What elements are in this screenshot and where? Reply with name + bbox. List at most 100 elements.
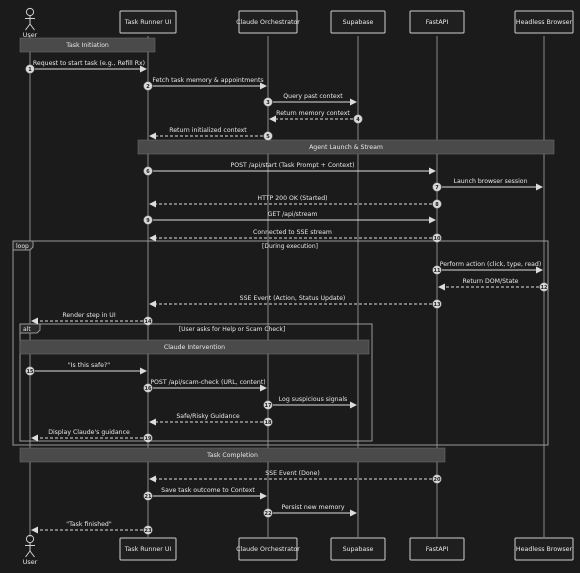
message-label: Return initialized context <box>169 127 247 134</box>
message-label: Display Claude's guidance <box>48 429 130 436</box>
message-label: Fetch task memory & appointments <box>152 77 263 84</box>
sequence-number-badge <box>143 166 153 176</box>
sequence-number: 7 <box>435 185 439 191</box>
sequence-number-badge <box>25 64 35 74</box>
sequence-number: 12 <box>541 285 548 291</box>
participant-box <box>119 537 177 561</box>
note-bar <box>137 139 555 155</box>
sequence-number-badge <box>143 383 153 393</box>
participant-box <box>409 537 465 561</box>
participant-box <box>119 10 177 34</box>
sequence-number-badge <box>143 316 153 326</box>
participant-label: FastAPI <box>426 546 449 553</box>
participant-ui-bottom: Task Runner UI <box>119 537 177 561</box>
sequence-number: 17 <box>265 403 272 409</box>
sequence-number-badge <box>432 233 442 243</box>
sequence-number-badge <box>25 366 35 376</box>
participant-label: Headless Browser <box>516 546 573 553</box>
user-actor-icon <box>25 534 35 558</box>
message-1: Request to start task (e.g., Refill Rx)1 <box>25 60 147 74</box>
sequence-number-badge <box>143 215 153 225</box>
message-8: HTTP 200 OK (Started)8 <box>149 195 442 209</box>
sequence-number-badge <box>143 491 153 501</box>
sequence-number: 2 <box>146 84 150 90</box>
note-text: Task Completion <box>206 452 258 459</box>
message-label: Save task outcome to Context <box>161 487 255 494</box>
message-9: GET /api/stream 9 <box>143 211 436 225</box>
note-bar <box>19 37 156 53</box>
loop-fragment: loop[During execution] <box>12 240 549 446</box>
loop-tab <box>12 240 34 251</box>
message-label: HTTP 200 OK (Started) <box>257 195 327 202</box>
participant-label: Supabase <box>343 546 374 553</box>
note-bar <box>19 339 370 355</box>
message-label: POST /api/scam-check (URL, content) <box>150 379 265 386</box>
note-text: Task Initiation <box>65 42 109 49</box>
participant-browser-top: Headless Browser <box>514 10 574 34</box>
participant-label: Headless Browser <box>516 19 573 26</box>
message-label: Connected to SSE stream <box>253 229 332 236</box>
participant-browser-bottom: Headless Browser <box>514 537 574 561</box>
participant-fastapi-top: FastAPI <box>409 10 465 34</box>
message-label: POST /api/start (Task Prompt + Context) <box>231 162 355 169</box>
sequence-number: 15 <box>27 369 34 375</box>
participant-label: Claude Orchestrator <box>236 19 300 26</box>
message-label: Launch browser session <box>454 178 528 185</box>
sequence-number-badge <box>432 299 442 309</box>
participant-label: Claude Orchestrator <box>236 546 300 553</box>
message-label: Safe/Risky Guidance <box>176 413 239 420</box>
participant-label: Task Runner UI <box>124 19 172 26</box>
sequence-number: 14 <box>145 319 152 325</box>
loop-condition: [During execution] <box>262 243 318 250</box>
participant-box <box>238 537 298 561</box>
message-23: "Task finished"23 <box>31 521 153 535</box>
participant-orch-top: Claude Orchestrator <box>236 10 300 34</box>
message-6: POST /api/start (Task Prompt + Context)6 <box>143 162 436 176</box>
sequence-number: 3 <box>266 100 270 106</box>
message-label: Return memory context <box>276 110 350 117</box>
user-actor-icon <box>25 7 35 31</box>
participant-label: Task Runner UI <box>124 546 172 553</box>
participant-ui-top: Task Runner UI <box>119 10 177 34</box>
note-claude-intervention: Claude Intervention <box>19 339 370 355</box>
participant-label: FastAPI <box>426 19 449 26</box>
participant-supabase-top: Supabase <box>330 10 386 34</box>
sequence-number-badge <box>263 97 273 107</box>
message-21: Save task outcome to Context 21 <box>143 487 267 501</box>
participant-box <box>409 10 465 34</box>
sequence-number: 11 <box>434 268 441 274</box>
message-label: Perform action (click, type, read) <box>440 261 542 268</box>
participant-label: Supabase <box>343 19 374 26</box>
message-20: SSE Event (Done)20 <box>149 470 442 484</box>
message-label: GET /api/stream <box>268 211 318 218</box>
sequence-number-badge <box>432 474 442 484</box>
message-18: Safe/Risky Guidance 18 <box>149 413 273 427</box>
alt-tag: alt <box>23 326 31 333</box>
message-16: POST /api/scam-check (URL, content)16 <box>143 379 267 393</box>
note-text: Agent Launch & Stream <box>309 144 383 151</box>
message-13: SSE Event (Action, Status Update)13 <box>149 295 442 309</box>
participant-box <box>330 10 386 34</box>
note-agent-launch: Agent Launch & Stream <box>137 139 555 155</box>
participant-label: User <box>23 558 38 566</box>
participant-user-bottom: User <box>23 534 38 566</box>
message-15: "Is this safe?"15 <box>25 362 147 376</box>
alt-condition: [User asks for Help or Scam Check] <box>179 326 285 333</box>
sequence-number: 18 <box>265 420 272 426</box>
note-task-initiation: Task Initiation <box>19 37 156 53</box>
loop-frame <box>12 240 549 446</box>
participant-fastapi-bottom: FastAPI <box>409 537 465 561</box>
sequence-number: 1 <box>28 67 32 73</box>
sequence-number: 21 <box>145 494 152 500</box>
message-11: Perform action (click, type, read)11 <box>432 261 543 275</box>
sequence-number: 9 <box>146 218 150 224</box>
participant-orch-bottom: Claude Orchestrator <box>236 537 300 561</box>
